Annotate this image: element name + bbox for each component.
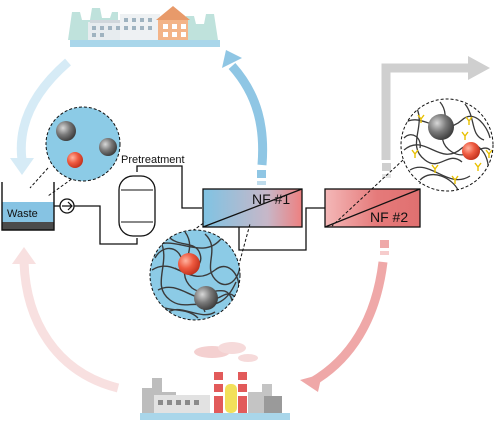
pretreatment-label: Pretreatment (121, 154, 185, 166)
arrow-city-to-waste (16, 58, 71, 161)
nf2-module (324, 188, 421, 228)
arrow-nf2-dash-2 (380, 251, 389, 255)
arrow-nf1-dash-1 (257, 170, 266, 178)
particle-red (67, 152, 83, 168)
nf1-label: NF #1 (252, 191, 291, 207)
piping (54, 165, 325, 251)
arrow-factory-to-waste (19, 261, 120, 393)
particle-gray (194, 286, 218, 310)
arrow-factory-to-waste-head (12, 247, 36, 264)
pretreatment-vessel-icon (118, 175, 156, 237)
particle-red (178, 253, 200, 275)
particle-red (462, 142, 480, 160)
waste-label: Waste (7, 208, 38, 220)
arrow-nf2-to-factory (309, 261, 388, 386)
arrow-nf2-dash-1 (380, 240, 389, 248)
nf2-label: NF #2 (370, 209, 409, 225)
zoom-circle-nf1 (149, 229, 241, 321)
arrow-nf1-to-city (228, 62, 268, 166)
particle-gray (99, 138, 117, 156)
city-buildings-icon (68, 6, 220, 47)
arrow-nf2-to-factory-head (300, 374, 322, 392)
ligands (411, 114, 493, 184)
arrow-nf1-to-city-head (222, 50, 242, 68)
factory-icon (140, 342, 290, 420)
nf1-module (202, 188, 303, 228)
arrow-city-to-waste-head (10, 158, 34, 175)
waste-tank-icon (1, 182, 55, 231)
arrow-nf1-dash-2 (257, 181, 266, 185)
zoom-circle-waste (45, 106, 121, 182)
pump-icon (59, 198, 75, 214)
zoom-circle-nf2 (400, 98, 494, 192)
particle-gray (56, 121, 76, 141)
particle-gray (428, 114, 454, 140)
